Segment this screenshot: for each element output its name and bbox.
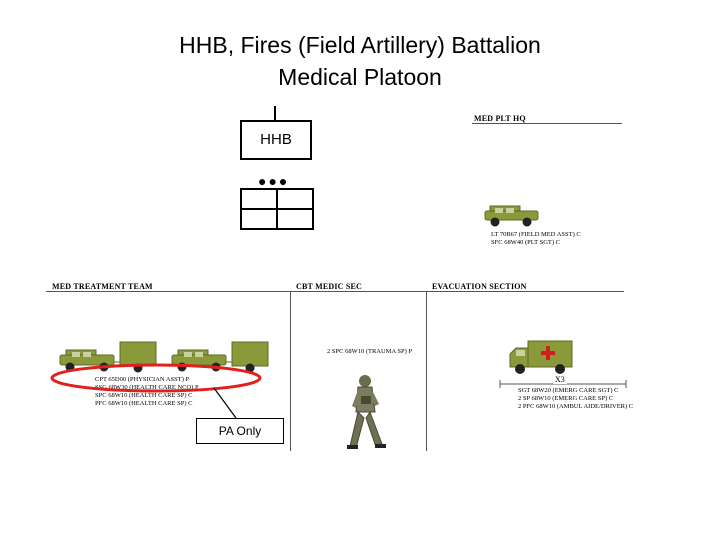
pa-only-callout: PA Only: [196, 418, 284, 444]
diagram-title-line-1: HHB, Fires (Field Artillery) Battalion: [179, 32, 541, 58]
evac-line-3: 2 PFC 68W10 (AMBUL AIDE/DRIVER) C: [518, 403, 634, 410]
section-label-medic: CBT MEDIC SEC: [296, 282, 363, 291]
diagram-title-line-2: Medical Platoon: [278, 64, 442, 90]
hq-line-2: SFC 68W40 (PLT SGT) C: [491, 239, 560, 246]
evac-multiplier: X3: [553, 375, 567, 384]
hq-heading-rule: [472, 123, 622, 124]
divider-left: [290, 291, 291, 451]
hhb-box: HHB: [240, 120, 312, 160]
section-label-evacuation: EVACUATION SECTION: [432, 282, 527, 291]
hq-humvee-icon: [484, 205, 539, 227]
platoon-echelon-dots: ●●●: [258, 173, 290, 189]
treatment-line-2: SSG 68W30 (HEALTH CARE NCO) P: [95, 384, 199, 391]
evac-line-2: 2 SP 68W10 (EMERG CARE SP) C: [518, 395, 614, 402]
treatment-line-3: SPC 68W10 (HEALTH CARE SP) C: [95, 392, 193, 399]
highlight-callout-graphic: [50, 363, 262, 419]
hq-line-1: LT 70B67 (FIELD MED ASST) C: [491, 231, 581, 238]
sections-rule: [46, 291, 624, 292]
platoon-unit-symbol: [240, 188, 314, 230]
section-label-treatment: MED TREATMENT TEAM: [52, 282, 153, 291]
hq-heading: MED PLT HQ: [474, 114, 526, 123]
medic-line: 2 SPC 68W10 (TRAUMA SP) P: [327, 348, 413, 355]
treatment-vehicles-icon: [59, 341, 269, 373]
divider-right: [426, 291, 427, 451]
hhb-connector-line: [274, 106, 276, 122]
treatment-line-4: PFC 68W10 (HEALTH CARE SP) C: [95, 400, 193, 407]
soldier-icon: [347, 375, 386, 449]
pa-only-label: PA Only: [218, 424, 262, 438]
treatment-line-1: CPT 65D00 (PHYSICIAN ASST) P: [95, 376, 190, 383]
hhb-label: HHB: [260, 131, 292, 148]
evac-multiplier-bracket: [499, 380, 627, 388]
ambulance-icon: [509, 340, 573, 374]
evac-line-1: SGT 68W20 (EMERG CARE SGT) C: [518, 387, 619, 394]
